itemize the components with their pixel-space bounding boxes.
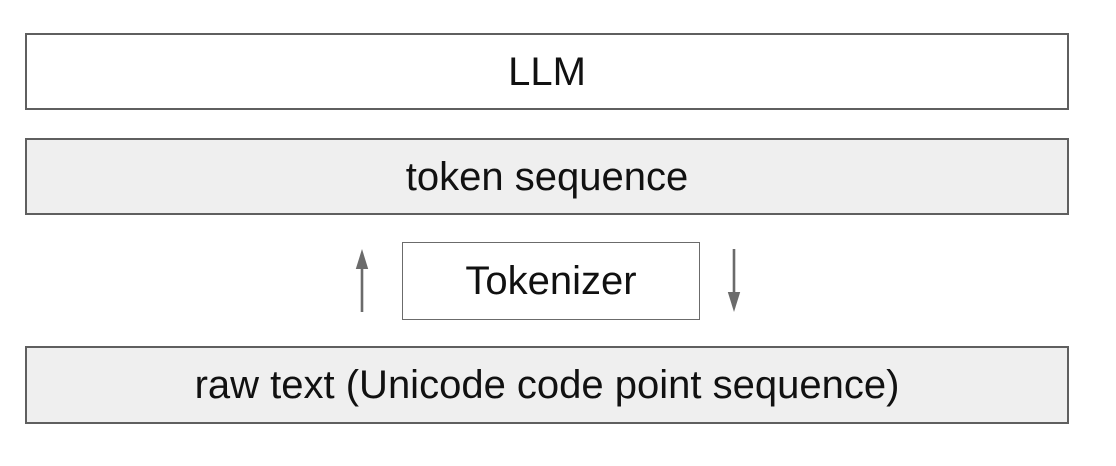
llm-box: LLM <box>25 33 1069 110</box>
tokenizer-label: Tokenizer <box>465 259 637 303</box>
token-sequence-box: token sequence <box>25 138 1069 215</box>
token-sequence-label: token sequence <box>405 154 689 199</box>
down-arrow-icon <box>727 249 741 312</box>
up-arrow-icon <box>355 249 369 312</box>
raw-text-box: raw text (Unicode code point sequence) <box>25 346 1069 424</box>
tokenizer-box: Tokenizer <box>402 242 700 320</box>
llm-label: LLM <box>508 49 586 94</box>
raw-text-label: raw text (Unicode code point sequence) <box>194 363 900 407</box>
